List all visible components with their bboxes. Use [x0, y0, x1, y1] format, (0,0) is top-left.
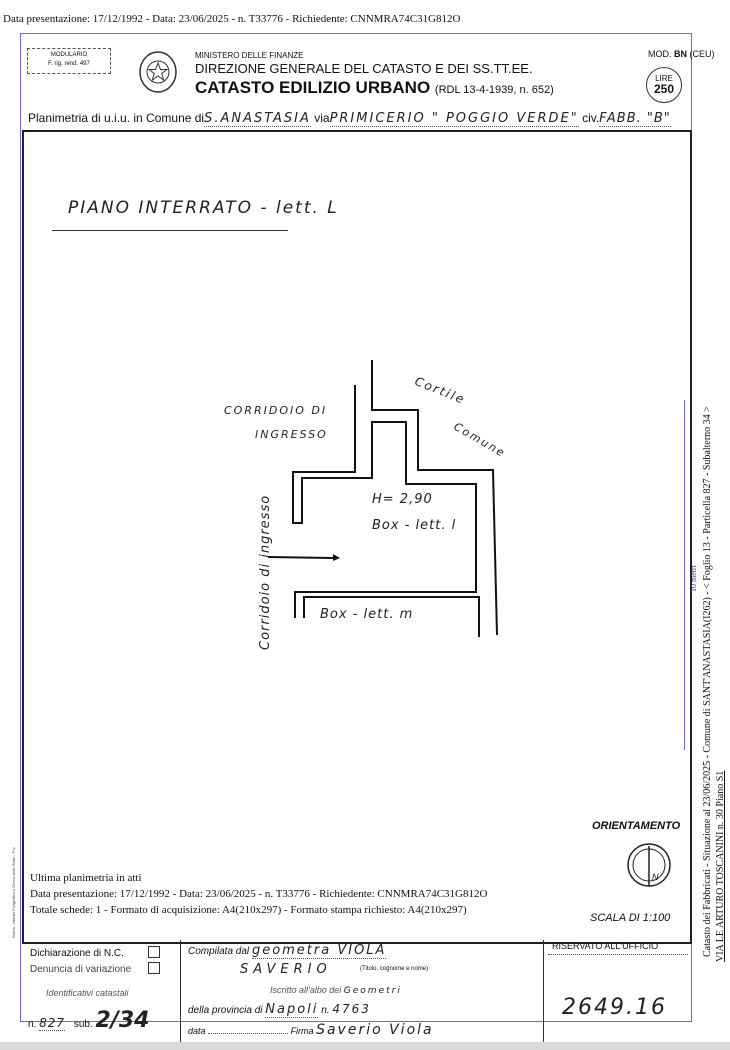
lire-value: 250: [653, 82, 675, 96]
modulario-box: MODULARIO F. rig. rend. 497: [27, 48, 111, 74]
n-label: n.: [28, 1019, 37, 1030]
entry-arrow: [267, 556, 334, 559]
scale-bar-label: 10 metri: [689, 565, 698, 592]
mod-suffix: (CEU): [689, 49, 715, 59]
identifier-line: n. 827 sub. 2/34: [28, 1008, 149, 1033]
scale-bar: [684, 400, 685, 750]
wall-box-m: [303, 596, 480, 637]
title-ref: (RDL 13-4-1939, n. 652): [434, 84, 554, 96]
bottom-strip: [0, 1042, 730, 1050]
arrow-head-icon: [333, 554, 340, 561]
compilata-line: Compilata dal geometra VIOLA: [188, 943, 387, 959]
italian-republic-emblem-icon: [139, 51, 177, 93]
provincia-line: della provincia di Napoli n. 4763: [188, 1002, 371, 1018]
iscritto-value: Geometri: [343, 986, 402, 996]
nc-declaration: Dichiarazione di N.C.: [30, 948, 124, 959]
nc-label: Dichiarazione di N.C.: [30, 948, 124, 959]
planimetria-line: Planimetria di u.i.u. in Comune diS.ANAS…: [28, 111, 671, 127]
document-title: CATASTO EDILIZIO URBANO (RDL 13-4-1939, …: [195, 78, 554, 98]
variation-label: Denuncia di variazione: [30, 964, 132, 975]
wall-inner: [292, 385, 477, 618]
north-arrow-icon: [627, 843, 671, 887]
presentation-info: Data presentazione: 17/12/1992 - Data: 2…: [3, 13, 461, 25]
via-label: via: [314, 111, 330, 125]
via-value: PRIMICERIO " POGGIO VERDE": [329, 111, 579, 127]
iscritto-label: Iscritto all'albo dei: [270, 985, 342, 995]
sub-value: 2/34: [95, 1008, 150, 1033]
north-label: N: [652, 872, 659, 882]
box-l-label: Box - lett. l: [372, 518, 457, 533]
nome-value: SAVERIO: [240, 962, 332, 977]
titolo-hint: (Titolo, cognome e nome): [360, 966, 429, 972]
mod-label: MOD. BN (CEU): [648, 49, 715, 59]
acquisition-info: Totale schede: 1 - Formato di acquisizio…: [30, 904, 467, 916]
prov-n-label: n.: [321, 1005, 330, 1016]
planimetria-prefix: Planimetria di u.i.u. in Comune di: [28, 111, 205, 125]
presentation-info-bottom: Data presentazione: 17/12/1992 - Data: 2…: [30, 888, 488, 900]
riservato-rule: [548, 954, 688, 955]
lire-label: LIRE: [655, 74, 673, 83]
direction-label: DIREZIONE GENERALE DEL CATASTO E DEI SS.…: [195, 61, 533, 76]
provincia-label: della provincia di: [188, 1005, 263, 1016]
height-label: H= 2,90: [372, 492, 433, 507]
wall-outer: [371, 360, 498, 636]
lire-stamp: LIRE 250: [646, 67, 682, 103]
scale-label: SCALA DI 1:100: [590, 912, 671, 924]
n-value: 827: [39, 1016, 66, 1031]
cadastre-situation: Catasto dei Fabbricati - Situazione al 2…: [702, 406, 713, 957]
title-text: CATASTO EDILIZIO URBANO: [195, 78, 431, 97]
sub-label: sub.: [73, 1019, 93, 1030]
box-m-label: Box - lett. m: [320, 607, 414, 622]
ministry-label: MINISTERO DELLE FINANZE: [195, 51, 304, 60]
modulario-label: MODULARIO: [50, 52, 88, 58]
riservato-label: RISERVATO ALL'UFFICIO: [552, 941, 659, 951]
orientation-label: ORIENTAMENTO: [592, 820, 681, 832]
footer-divider-1: [180, 940, 181, 1042]
firma-label: Firma: [290, 1026, 314, 1036]
floor-title-underline: [52, 230, 288, 231]
mod-text: MOD.: [648, 49, 672, 59]
data-label: data: [188, 1026, 206, 1036]
civ-value: FABB. "B": [599, 111, 671, 127]
variation-checkbox[interactable]: [148, 962, 160, 974]
floor-title: PIANO INTERRATO - lett. L: [68, 198, 339, 218]
modulario-sub: F. rig. rend. 497: [48, 61, 90, 67]
riservato-value: 2649.16: [562, 995, 667, 1020]
drawing-area: [22, 130, 692, 944]
signature: Saverio Viola: [316, 1022, 434, 1038]
firma-line: data Firma Saverio Viola: [188, 1022, 434, 1038]
corridor-label-1: CORRIDOIO DI: [224, 404, 328, 417]
provincia-value: Napoli: [265, 1002, 319, 1018]
iscritto-line: Iscritto all'albo dei Geometri: [270, 985, 402, 996]
mod-bold: BN: [674, 49, 688, 59]
corridor-vertical-label: Corridoio di ingresso: [258, 494, 273, 650]
compilata-value: geometra VIOLA: [251, 943, 387, 959]
compilata-label: Compilata dal: [188, 946, 250, 957]
corridor-label-2: INGRESSO: [255, 428, 328, 441]
prov-n-value: 4763: [332, 1002, 371, 1016]
address-info: VIA LE ARTURO TOSCANINI n. 30 Piano S1: [715, 770, 726, 962]
identificativi-label: Identificativi catastali: [46, 988, 129, 998]
civ-label: civ.: [582, 111, 600, 125]
footer-divider-2: [543, 940, 544, 1042]
printer-credit: Roma - Istituto Poligrafico e Zecca dell…: [11, 846, 16, 938]
nc-checkbox[interactable]: [148, 946, 160, 958]
comune-value: S.ANASTASIA: [204, 111, 311, 127]
ultima-planimetria: Ultima planimetria in atti: [30, 872, 142, 884]
